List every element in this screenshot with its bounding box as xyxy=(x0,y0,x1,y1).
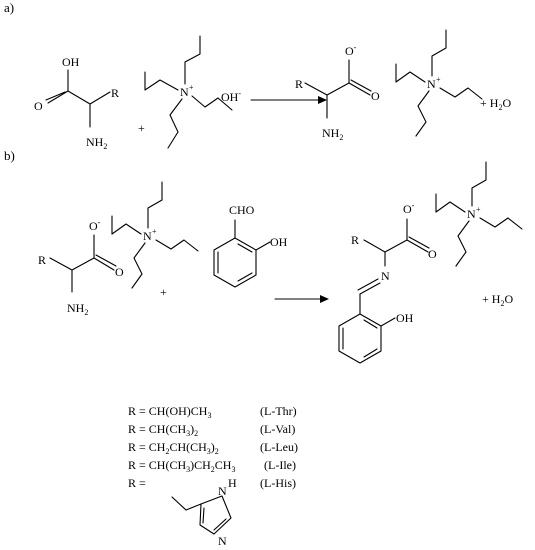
amino-acid-reactant-a: OH O R NH2 xyxy=(34,55,119,151)
nitrogen-label-rb: N xyxy=(143,229,152,243)
amine-label-b: NH2 xyxy=(67,301,88,317)
r-label-b: R xyxy=(38,253,46,267)
legend-his-tag: (L-His) xyxy=(260,476,296,490)
carboxylate-reactant-b: O- O R NH2 xyxy=(38,218,124,317)
tba-cation-product-b: N + xyxy=(435,161,523,267)
product-phenol-oh-label: OH xyxy=(396,311,414,325)
n-label-imidazole: N xyxy=(218,534,227,548)
nplus-label: + xyxy=(189,83,194,92)
carbonyl-o-label-p: O xyxy=(428,247,437,261)
water-byproduct-a: + H2O xyxy=(480,96,511,112)
legend-val-tag: (L-Val) xyxy=(260,422,295,436)
amine-label-product: NH2 xyxy=(322,126,343,142)
legend-ile-tag: (L-Ile) xyxy=(264,458,296,472)
legend-ile: R = CH(CH3)CH2CH3 xyxy=(128,458,235,474)
phenol-oh-label: OH xyxy=(270,235,288,249)
reaction-arrow-a xyxy=(250,96,327,104)
nitrogen-label-pa: N xyxy=(427,77,436,91)
imine-n-label: N xyxy=(381,269,390,283)
r-group-legend: R = CH(OH)CH3 (L-Thr) R = CH(CH3)2 (L-Va… xyxy=(128,404,298,490)
legend-thr: R = CH(OH)CH3 xyxy=(128,404,211,420)
hydroxide-label: OH- xyxy=(221,89,241,104)
nplus-label-rb: + xyxy=(152,227,157,236)
r-label: R xyxy=(111,86,119,100)
nplus-label-pa: + xyxy=(436,75,441,84)
r-label-product: R xyxy=(295,77,303,91)
nitrogen-label-pb: N xyxy=(467,207,476,221)
salicylaldehyde: CHO OH xyxy=(213,203,288,288)
amine-label: NH2 xyxy=(86,135,107,151)
tbaoh-reactant: N + OH- xyxy=(144,35,241,149)
carboxylate-product-a: O- O R NH2 xyxy=(295,43,380,142)
carbonyl-o-label: O xyxy=(34,99,43,113)
plus-sign: + xyxy=(138,121,145,135)
r-label-p: R xyxy=(351,233,359,247)
legend-leu: R = CH2CH(CH3)2 xyxy=(128,440,219,456)
legend-val: R = CH(CH3)2 xyxy=(128,422,198,438)
carboxylate-o-label: O- xyxy=(345,43,357,58)
legend-leu-tag: (L-Leu) xyxy=(260,440,298,454)
tba-cation-product-a: N + xyxy=(395,29,483,137)
legend-thr-tag: (L-Thr) xyxy=(260,404,297,418)
imidazole-structure: N H N xyxy=(171,476,237,548)
tba-cation-reactant-b: N + xyxy=(111,181,199,289)
schiff-base-product: O- O R N OH xyxy=(338,201,437,364)
panel-b-label: b) xyxy=(4,148,15,163)
carboxylate-o-label-p: O- xyxy=(403,201,415,216)
nitrogen-label: N xyxy=(180,85,189,99)
panel-a-label: a) xyxy=(4,0,14,15)
nplus-label-pb: + xyxy=(476,205,481,214)
h-label-imidazole: H xyxy=(228,476,237,490)
aldehyde-label: CHO xyxy=(229,203,255,217)
hydroxyl-label: OH xyxy=(62,55,80,69)
water-byproduct-b: + H2O xyxy=(482,292,513,308)
carbonyl-o-label-b: O xyxy=(115,265,124,279)
plus-sign-b: + xyxy=(160,285,167,299)
legend-his: R = xyxy=(128,476,146,490)
carboxylate-o-label-b: O- xyxy=(89,218,101,233)
reaction-arrow-b xyxy=(274,295,329,303)
nh-label-imidazole: N xyxy=(218,484,227,498)
carbonyl-o-label-a: O xyxy=(371,89,380,103)
